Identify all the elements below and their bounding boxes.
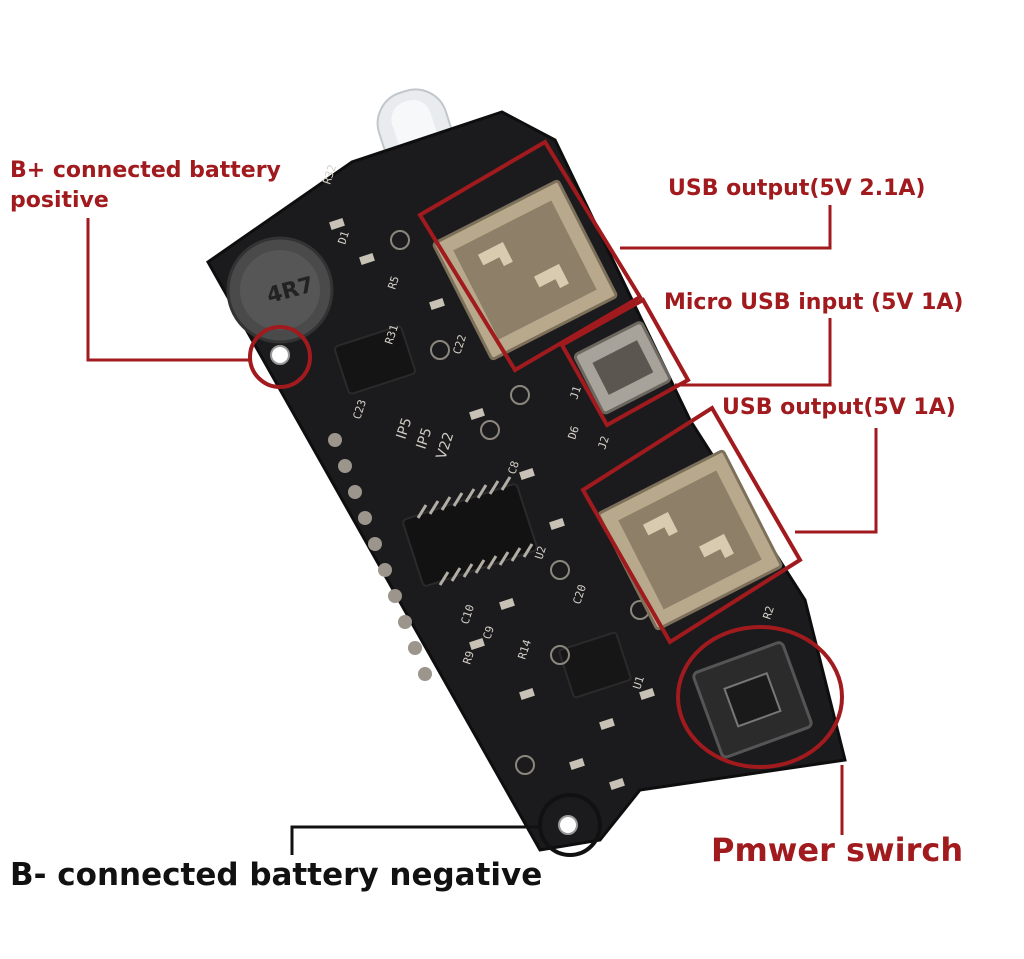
highlight-usb-output-1a	[580, 405, 803, 645]
label-b-minus: B- connected battery negative	[10, 857, 543, 893]
silk-label: C9	[480, 624, 496, 641]
ic-controller	[334, 325, 416, 395]
ic-main	[402, 476, 538, 587]
leader-micro-usb	[675, 318, 832, 387]
highlight-b-plus-circle	[248, 325, 312, 389]
silk-label: R5	[385, 274, 401, 291]
leader-lines	[86, 205, 878, 855]
label-b-plus-line-1: B+ connected battery	[10, 158, 281, 183]
silk-label: C8	[505, 459, 521, 476]
battery-pad-positive	[270, 345, 290, 365]
silkscreen: R32 R31 C22 C23 C8 C9 C10 C20 R9 R14 R5 …	[320, 163, 776, 691]
silk-label: C23	[350, 398, 369, 421]
smd-components	[329, 218, 655, 790]
leader-b-plus	[86, 218, 250, 362]
label-micro-usb-input: Micro USB input (5V 1A)	[664, 290, 964, 315]
highlight-b-minus-circle	[538, 793, 602, 857]
silk-label: U2	[532, 544, 548, 561]
usb-a-port-bottom	[597, 449, 783, 631]
silk-label: R31	[382, 323, 401, 346]
silk-label: R2	[760, 604, 776, 621]
leader-b-minus	[290, 825, 540, 855]
leader-usb-1a	[795, 428, 878, 534]
silk-label: U1	[630, 674, 646, 691]
chip-marking-line-1: IP5	[394, 416, 416, 441]
silk-label: J1	[567, 384, 583, 401]
leader-usb-2a	[620, 205, 832, 250]
silk-label: C20	[570, 583, 589, 606]
battery-pad-negative	[558, 815, 578, 835]
inductor: 4R7	[226, 236, 334, 344]
chip-marking: IP5 IP5 V22	[394, 416, 458, 461]
highlight-usb-output-2a	[417, 139, 643, 373]
power-switch	[692, 641, 813, 759]
silk-label: J2	[595, 434, 611, 451]
silk-label: R9	[460, 649, 476, 666]
highlight-micro-usb	[559, 297, 691, 428]
label-b-plus-line-2: positive	[10, 188, 109, 213]
silk-label: R14	[515, 638, 534, 661]
highlight-switch-circle	[676, 625, 844, 769]
micro-usb-port	[573, 321, 671, 415]
label-usb-output-1a: USB output(5V 1A)	[722, 395, 956, 420]
ic-mosfet	[558, 631, 632, 699]
silk-label: C22	[450, 333, 469, 356]
silk-label: C10	[458, 603, 477, 626]
silk-label: D1	[335, 229, 351, 246]
chip-marking-line-2: IP5	[414, 426, 436, 451]
silk-label: R32	[320, 163, 339, 186]
silk-label: D6	[565, 424, 581, 441]
label-usb-output-2a: USB output(5V 2.1A)	[668, 176, 926, 201]
label-power-switch: Pmwer swirch	[711, 831, 964, 869]
